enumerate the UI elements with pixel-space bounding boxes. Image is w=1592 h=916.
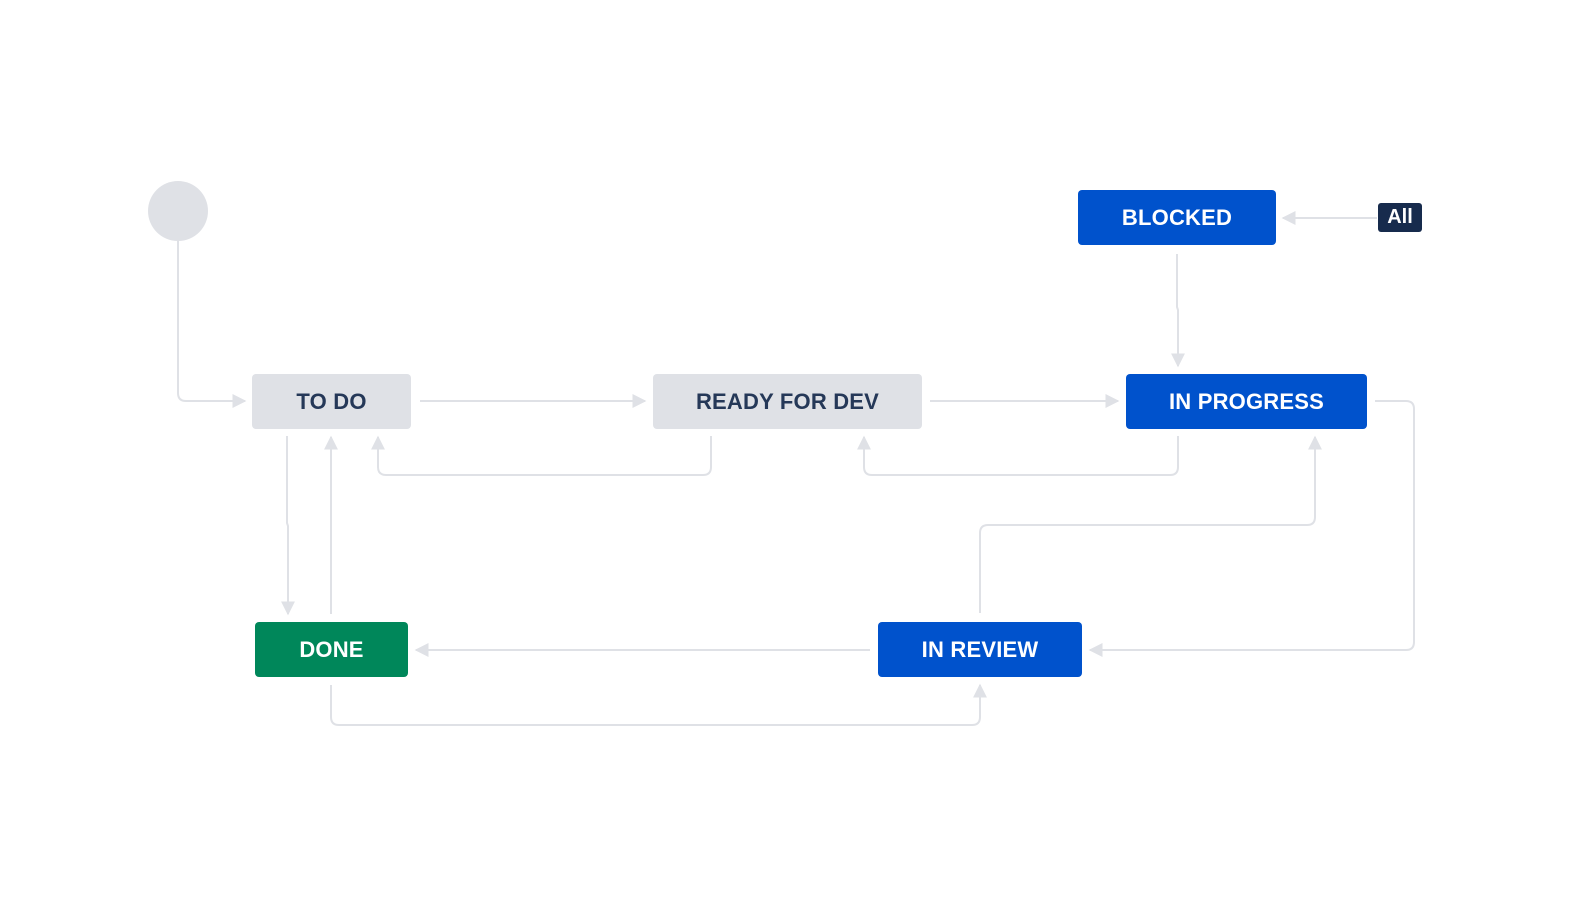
edge-ready-for-dev-to-todo (371, 435, 712, 476)
all-transitions-badge[interactable]: All (1378, 203, 1422, 232)
edge-start-to-todo (177, 241, 247, 408)
status-in-review[interactable]: IN REVIEW (878, 622, 1082, 677)
edge-in-review-to-in-progress (979, 435, 1322, 613)
edge-todo-to-done (281, 436, 295, 616)
status-ready-for-dev[interactable]: READY FOR DEV (653, 374, 922, 429)
status-todo[interactable]: TO DO (252, 374, 411, 429)
status-in-progress[interactable]: IN PROGRESS (1126, 374, 1367, 429)
status-blocked[interactable]: BLOCKED (1078, 190, 1276, 245)
status-done[interactable]: DONE (255, 622, 408, 677)
edge-in-progress-to-ready-for-dev (857, 435, 1179, 476)
start-node (148, 181, 208, 241)
edge-in-progress-to-in-review (1088, 400, 1415, 657)
edge-done-to-in-review (330, 683, 987, 726)
edge-blocked-to-in-progress (1171, 254, 1185, 368)
